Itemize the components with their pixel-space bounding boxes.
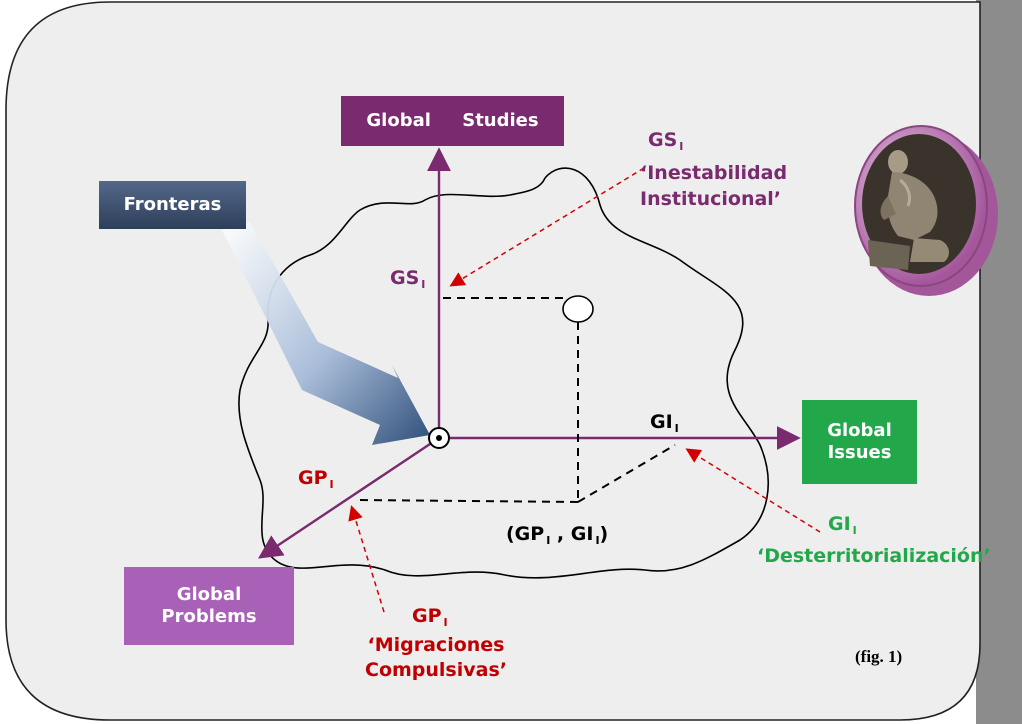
territory-blob — [238, 167, 769, 579]
global-studies-box: Global Studies — [341, 96, 564, 146]
global-studies-label: Global Studies — [366, 110, 539, 131]
pointer-gp — [348, 505, 385, 613]
point-marker — [562, 295, 594, 323]
origin-dot — [436, 435, 442, 441]
global-problems-label: Global Problems — [161, 584, 257, 627]
fronteras-label: Fronteras — [123, 194, 222, 215]
figure-caption: (fig. 1) — [855, 647, 903, 666]
gp-description: ‘Migraciones Compulsivas’ — [365, 634, 507, 681]
fronteras-box: Fronteras — [99, 181, 246, 229]
gi-description: ‘Desterritorialización’ — [757, 545, 991, 567]
global-problems-box: Global Problems — [124, 567, 294, 645]
thinker-statue-icon — [868, 150, 949, 270]
projection-lines — [354, 297, 676, 503]
pointer-gi — [685, 448, 821, 533]
global-issues-box: Global Issues — [802, 400, 917, 484]
global-issues-label: Global Issues — [827, 420, 892, 463]
fronteras-arrow — [222, 222, 430, 445]
diagram-panel — [5, 1, 981, 721]
side-strip — [976, 0, 1022, 724]
gs-top-description: ‘Inestabilidad Institucional’ — [640, 162, 788, 210]
diagonal-axis — [258, 437, 440, 559]
pointer-gs — [449, 167, 645, 287]
